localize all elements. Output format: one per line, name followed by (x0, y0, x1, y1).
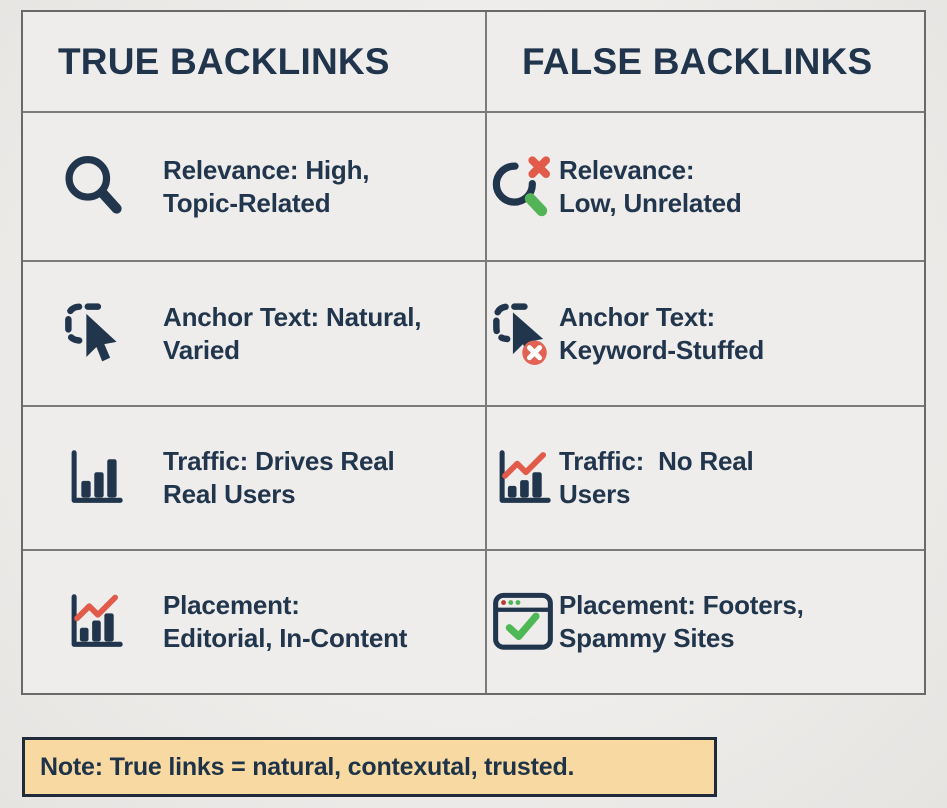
magnifier-x-icon (487, 151, 559, 223)
cell-text-true-anchor: Anchor Text: Natural, Varied (163, 301, 422, 365)
cell-text-true-traffic: Traffic: Drives Real Real Users (163, 446, 395, 509)
bar-chart-icon (59, 442, 131, 514)
trend-chart-icon (59, 586, 131, 658)
true-backlinks-title: TRUE BACKLINKS (58, 40, 390, 82)
note-text: Note: True links = natural, contexutal, … (40, 752, 575, 781)
false-backlinks-title: FALSE BACKLINKS (522, 40, 873, 82)
trend-chart-icon (487, 442, 559, 514)
magnifier-icon (59, 151, 131, 223)
cursor-select-icon (59, 298, 131, 370)
note-box: Note: True links = natural, contexutal, … (22, 737, 717, 797)
cell-true-traffic: Traffic: Drives Real Real Users (23, 407, 487, 551)
cell-true-relevance: Relevance: High, Topic-Related (23, 113, 487, 262)
header-true-backlinks: TRUE BACKLINKS (23, 12, 487, 113)
cell-false-relevance: Relevance: Low, Unrelated (487, 113, 924, 262)
cell-text-false-traffic: Traffic: No Real Users (559, 446, 754, 509)
header-false-backlinks: FALSE BACKLINKS (487, 12, 924, 113)
cell-true-anchor: Anchor Text: Natural, Varied (23, 262, 487, 407)
cursor-x-icon (487, 298, 559, 370)
cell-true-placement: Placement: Editorial, In-Content (23, 551, 487, 693)
cell-false-anchor: Anchor Text: Keyword-Stuffed (487, 262, 924, 407)
comparison-table: TRUE BACKLINKS FALSE BACKLINKS Relevance… (21, 10, 926, 695)
cell-text-false-relevance: Relevance: Low, Unrelated (559, 154, 742, 218)
cell-text-false-placement: Placement: Footers, Spammy Sites (559, 590, 804, 653)
cell-text-false-anchor: Anchor Text: Keyword-Stuffed (559, 301, 765, 365)
cell-text-true-placement: Placement: Editorial, In-Content (163, 590, 408, 653)
browser-check-icon (487, 586, 559, 658)
cell-text-true-relevance: Relevance: High, Topic-Related (163, 154, 370, 218)
cell-false-traffic: Traffic: No Real Users (487, 407, 924, 551)
cell-false-placement: Placement: Footers, Spammy Sites (487, 551, 924, 693)
